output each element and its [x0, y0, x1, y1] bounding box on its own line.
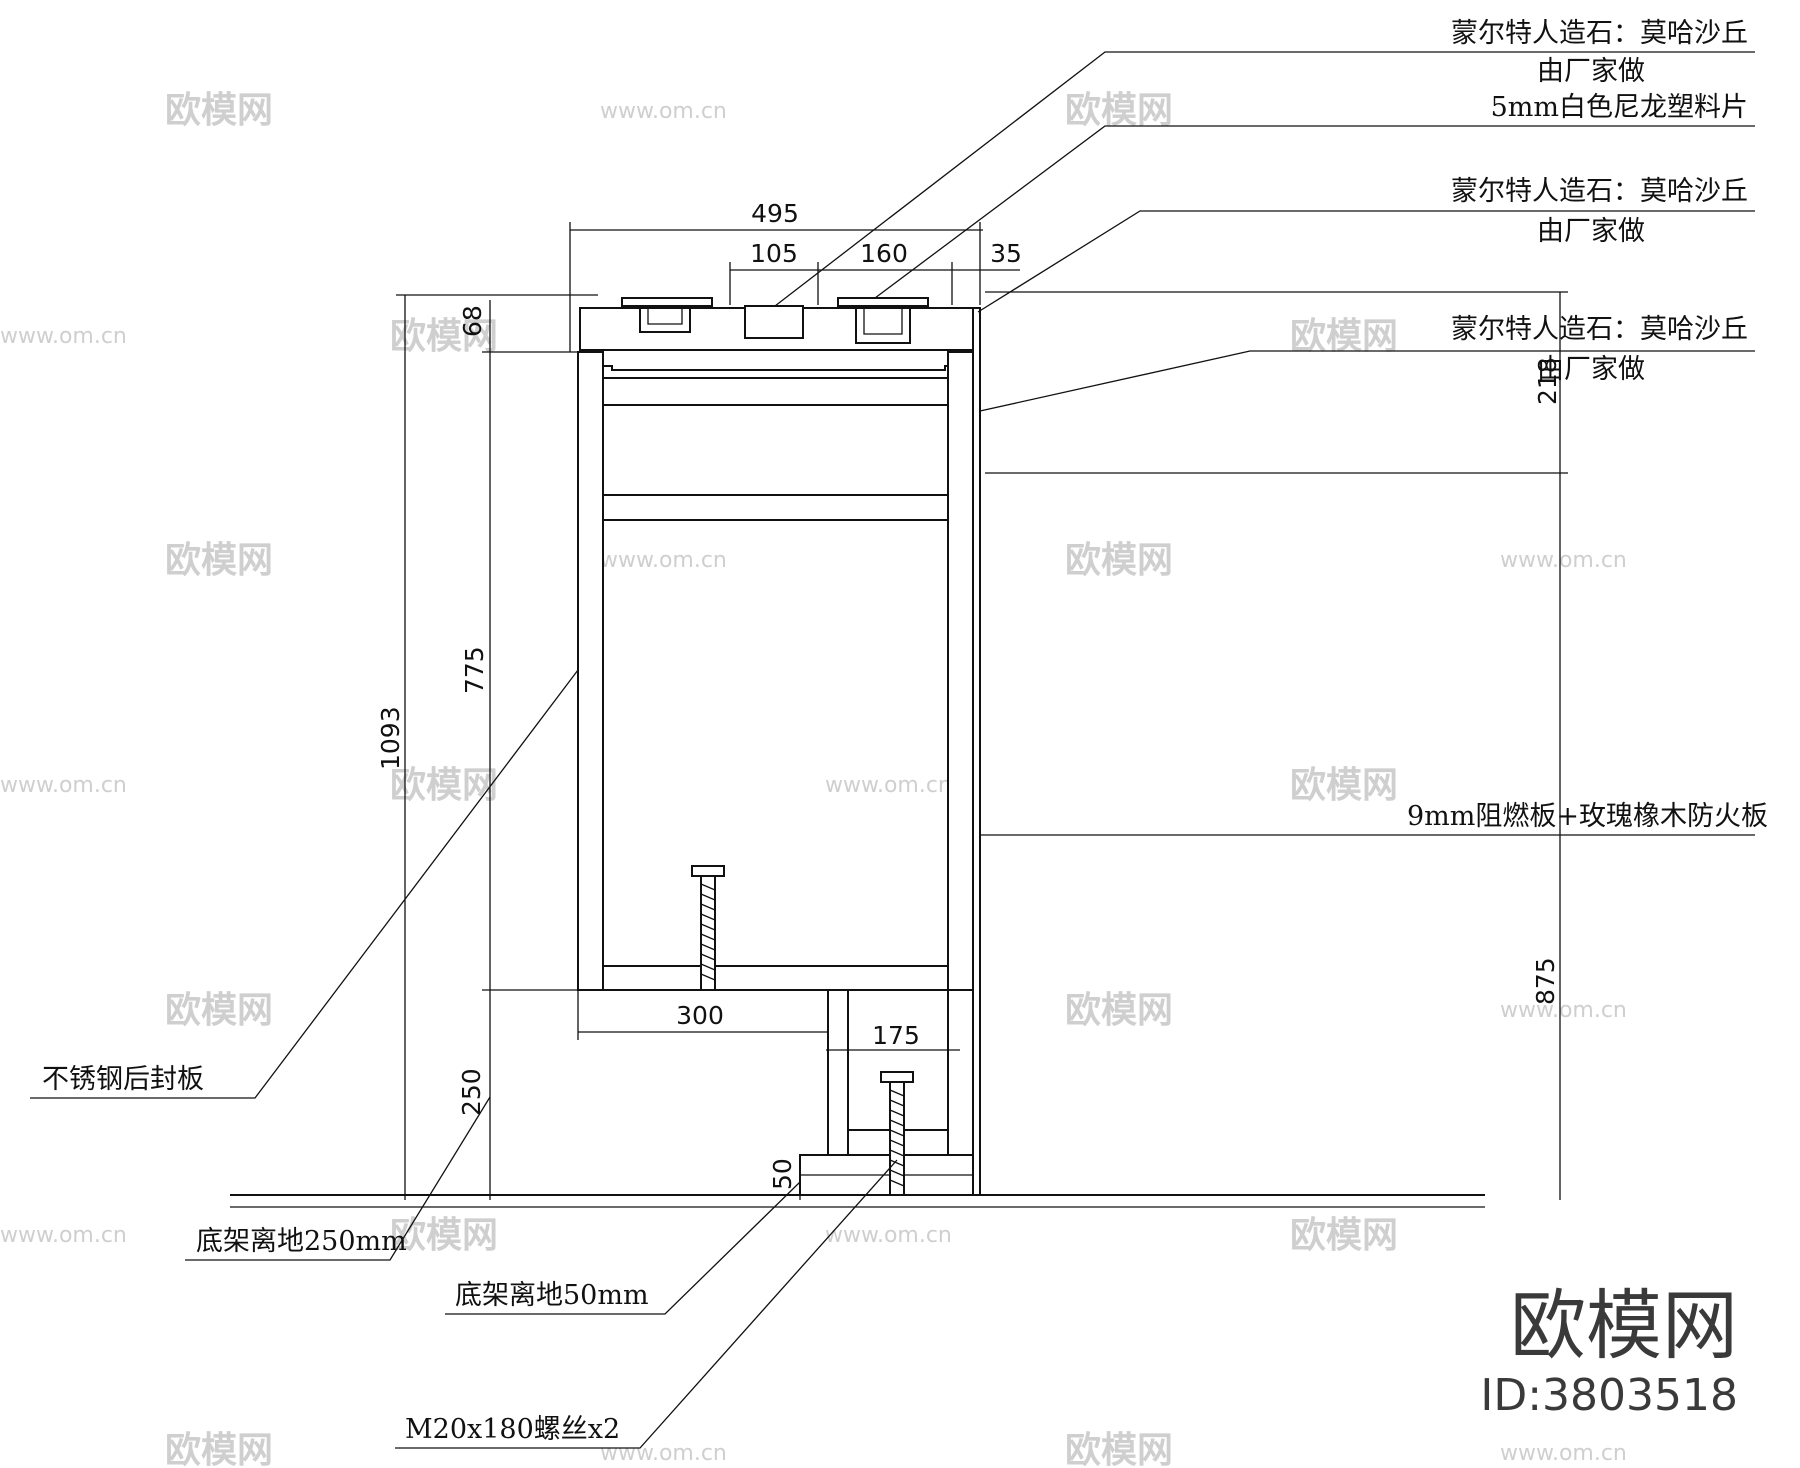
watermark-brand: 欧模网 — [165, 990, 273, 1031]
watermark-site: www.om.cn — [1500, 998, 1627, 1023]
watermark-brand: 欧模网 — [1065, 990, 1173, 1031]
dim-218: 218 — [1533, 357, 1562, 405]
dim-50: 50 — [768, 1158, 797, 1190]
leader-lines — [30, 51, 1755, 1449]
note-stone-2-line2: 由厂家做 — [1537, 216, 1645, 247]
note-stone-1-line2: 由厂家做 — [1537, 56, 1645, 87]
note-stone-1-line1: 蒙尔特人造石：莫哈沙丘 — [1451, 18, 1748, 49]
watermark-site: www.om.cn — [1500, 548, 1627, 573]
dim-875: 875 — [1531, 957, 1560, 1005]
logo-brand: 欧模网 — [1510, 1281, 1738, 1370]
countertop — [579, 297, 976, 371]
watermark-layer: 欧模网 www.om.cn 欧模网 欧模网 欧模网 www.om.cn 欧模网 … — [0, 90, 1627, 1468]
watermark-site: www.om.cn — [1500, 1441, 1627, 1466]
watermark-site: www.om.cn — [825, 773, 952, 798]
watermark-site: www.om.cn — [600, 548, 727, 573]
cabinet-body — [577, 307, 981, 1196]
watermark-brand: 欧模网 — [165, 90, 273, 131]
base-frame — [799, 989, 974, 1196]
note-steel-panel: 不锈钢后封板 — [42, 1064, 204, 1095]
note-stone-2-line1: 蒙尔特人造石：莫哈沙丘 — [1451, 176, 1748, 207]
watermark-brand: 欧模网 — [1065, 90, 1173, 131]
dim-68: 68 — [458, 305, 487, 337]
watermark-site: www.om.cn — [825, 1223, 952, 1248]
dim-495: 495 — [751, 199, 799, 228]
watermark-brand: 欧模网 — [1290, 765, 1398, 806]
note-screw: M20x180螺丝x2 — [405, 1414, 620, 1445]
note-stone-3-line2: 由厂家做 — [1537, 354, 1645, 385]
watermark-brand: 欧模网 — [390, 765, 498, 806]
watermark-brand: 欧模网 — [1065, 540, 1173, 581]
watermark-site: www.om.cn — [600, 99, 727, 124]
watermark-site: www.om.cn — [600, 1441, 727, 1466]
bolt-lower — [880, 1071, 914, 1196]
note-nylon: 5mm白色尼龙塑料片 — [1491, 92, 1748, 123]
watermark-site: www.om.cn — [0, 324, 127, 349]
dimension-labels: 495 105 160 35 68 1093 775 218 875 300 1… — [376, 199, 1562, 1190]
dim-175: 175 — [872, 1021, 920, 1050]
watermark-brand: 欧模网 — [1065, 1430, 1173, 1468]
watermark-brand: 欧模网 — [165, 540, 273, 581]
dim-775: 775 — [460, 646, 489, 694]
dimension-lines — [396, 222, 1568, 1200]
note-base-250: 底架离地250mm — [196, 1226, 407, 1257]
watermark-brand: 欧模网 — [390, 1215, 498, 1256]
brand-logo: 欧模网 ID:3803518 — [1480, 1281, 1738, 1421]
watermark-site: www.om.cn — [0, 1223, 127, 1248]
logo-id: ID:3803518 — [1480, 1370, 1738, 1421]
dim-105: 105 — [750, 239, 798, 268]
dim-250: 250 — [457, 1068, 486, 1116]
dim-160: 160 — [860, 239, 908, 268]
dim-1093: 1093 — [376, 706, 405, 770]
watermark-brand: 欧模网 — [1290, 316, 1398, 357]
bolt-upper — [691, 865, 725, 991]
dim-35: 35 — [990, 239, 1022, 268]
note-stone-3-line1: 蒙尔特人造石：莫哈沙丘 — [1451, 314, 1748, 345]
watermark-site: www.om.cn — [0, 773, 127, 798]
note-base-50: 底架离地50mm — [455, 1280, 649, 1311]
watermark-brand: 欧模网 — [165, 1430, 273, 1468]
dim-300: 300 — [676, 1001, 724, 1030]
note-board: 9mm阻燃板+玫瑰橡木防火板 — [1407, 801, 1768, 832]
watermark-brand: 欧模网 — [1290, 1215, 1398, 1256]
watermark-brand: 欧模网 — [390, 316, 498, 357]
annotation-notes: 蒙尔特人造石：莫哈沙丘 由厂家做 5mm白色尼龙塑料片 蒙尔特人造石：莫哈沙丘 … — [42, 18, 1768, 1445]
